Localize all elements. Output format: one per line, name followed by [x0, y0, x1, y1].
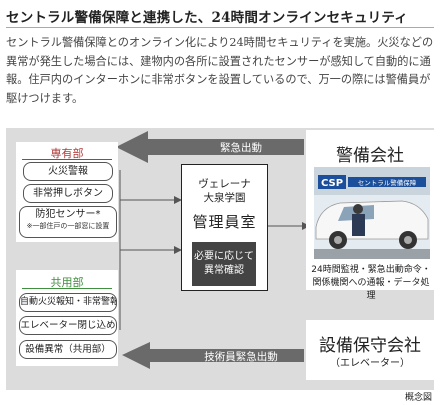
description-text: セントラル警備保障とのオンライン化により24時間セキュリティを実施。火災などの異…	[6, 36, 434, 105]
building-name: ヴェレーナ 大泉学園	[182, 177, 267, 205]
common-area-line	[22, 288, 112, 289]
photo-logo-text: CSP	[321, 178, 343, 189]
maintenance-company-sub: （エレベーター）	[330, 358, 410, 369]
private-area-line	[22, 159, 112, 160]
emergency-dispatch-arrow	[116, 131, 304, 163]
emergency-button-item: 非常押しボタン	[23, 184, 113, 203]
private-area-heading: 専有部	[50, 147, 84, 160]
maintenance-company-card	[306, 320, 434, 380]
auto-fire-alarm-item: 自動火災報知・非常警報	[19, 293, 117, 312]
equipment-fault-item: 設備異常（共用部）	[19, 340, 117, 359]
security-caption: 24時間監視・緊急出動命令・関係機関への通報・データ処理	[311, 265, 431, 301]
emergency-dispatch-label: 緊急出動	[220, 142, 262, 154]
fire-alarm-item: 火災警報	[23, 162, 113, 181]
title-divider	[6, 27, 434, 28]
confirm-line2: 異常確認	[204, 265, 244, 276]
security-sensor-item: 防犯センサー* ※一部住戸の一部窓に設置	[19, 206, 117, 238]
maintenance-company-name: 設備保守会社	[319, 336, 421, 356]
elevator-trapped-item: エレベーター閉じ込め	[19, 316, 117, 335]
tech-dispatch-label: 技術員緊急出動	[204, 351, 278, 363]
management-office: ヴェレーナ 大泉学園 管理員室 必要に応じて 異常確認	[181, 164, 268, 291]
confirm-line1: 必要に応じて	[194, 251, 254, 262]
building-name-line2: 大泉学園	[203, 192, 246, 204]
security-sensor-label: 防犯センサー*	[35, 209, 101, 220]
page-title: セントラル警備保障と連携した、24時間オンラインセキュリティ	[6, 10, 408, 26]
diagram-footnote: 概念図	[404, 393, 432, 403]
building-name-line1: ヴェレーナ	[198, 178, 251, 190]
common-area-heading: 共用部	[50, 276, 84, 289]
security-photo: CSP セントラル警備保障	[314, 167, 430, 259]
security-sensor-note: ※一部住戸の一部窓に設置	[26, 222, 110, 230]
confirm-box: 必要に応じて 異常確認	[192, 242, 256, 286]
tech-dispatch-arrow	[122, 342, 304, 369]
office-title: 管理員室	[192, 213, 257, 231]
photo-banner-text: セントラル警備保障	[358, 178, 417, 187]
security-company-name: 警備会社	[336, 146, 404, 166]
